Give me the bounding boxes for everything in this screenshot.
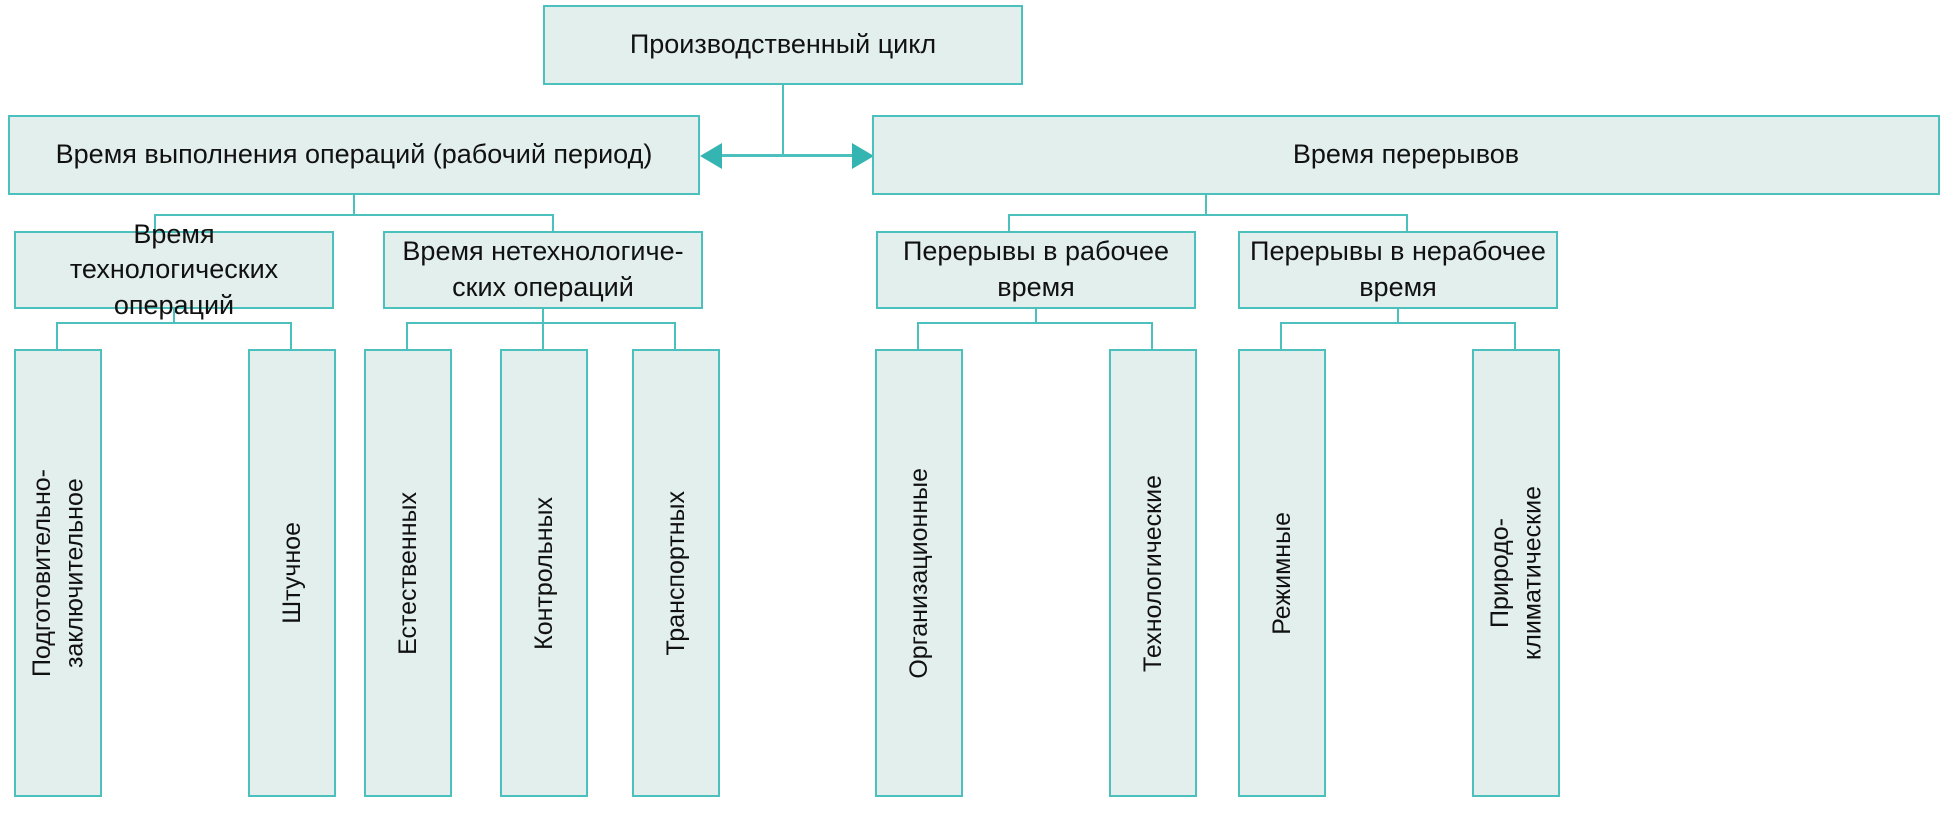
node-tech-operations: Время технологических операций — [14, 219, 334, 320]
leaf-preparatory-final-label: Подготовительно- заключительное — [27, 468, 89, 678]
connector-left-to-l2 — [552, 214, 554, 232]
node-nontech-operations: Время нетехнологиче- ских операций — [383, 231, 703, 309]
arrow-head-right — [852, 143, 874, 169]
node-tech-operations-label: Время технологических операций — [69, 218, 279, 320]
node-root-label: Производственный цикл — [629, 29, 937, 60]
leaf-control-label: Контрольных — [529, 496, 558, 650]
connector-a-bus — [56, 322, 292, 324]
connector-d-bus — [1280, 322, 1516, 324]
connector-right-bus — [1008, 214, 1408, 216]
connector-left-bus — [154, 214, 554, 216]
leaf-piece-time: Штучное — [248, 349, 336, 797]
leaf-transport: Транспортных — [632, 349, 720, 797]
connector-a1 — [56, 322, 58, 350]
node-breaks-label: Время перерывов — [1292, 139, 1520, 170]
leaf-technological: Технологические — [1109, 349, 1197, 797]
connector-right-to-r2 — [1406, 214, 1408, 232]
connector-right-drop — [1205, 195, 1207, 215]
connector-a2 — [290, 322, 292, 350]
connector-c2 — [1151, 322, 1153, 350]
connector-right-to-r1 — [1008, 214, 1010, 232]
connector-d1 — [1280, 322, 1282, 350]
node-breaks-working-time: Перерывы в рабочее время — [876, 231, 1196, 309]
leaf-natural-label: Естественных — [393, 491, 422, 655]
connector-b-bus — [406, 322, 676, 324]
connector-left-to-l1 — [154, 214, 156, 232]
node-root: Производственный цикл — [543, 5, 1023, 85]
leaf-natural: Естественных — [364, 349, 452, 797]
leaf-natural-climatic-label: Природо- климатические — [1485, 486, 1547, 660]
node-breaks-nonworking-time: Перерывы в нерабочее время — [1238, 231, 1558, 309]
leaf-piece-time-label: Штучное — [277, 522, 306, 624]
leaf-regime: Режимные — [1238, 349, 1326, 797]
connector-a-drop — [173, 309, 175, 323]
connector-b3 — [674, 322, 676, 350]
leaf-organizational: Организационные — [875, 349, 963, 797]
connector-c-bus — [917, 322, 1153, 324]
arrow-head-left — [700, 143, 722, 169]
connector-c-drop — [1035, 309, 1037, 323]
connector-c1 — [917, 322, 919, 350]
leaf-natural-climatic: Природо- климатические — [1472, 349, 1560, 797]
connector-d2 — [1514, 322, 1516, 350]
connector-left-drop — [353, 195, 355, 215]
connector-d-drop — [1397, 309, 1399, 323]
node-breaks-nonworking-time-label: Перерывы в нерабочее время — [1250, 236, 1546, 302]
node-work-period: Время выполнения операций (рабочий перио… — [8, 115, 700, 195]
node-work-period-label: Время выполнения операций (рабочий перио… — [55, 139, 653, 170]
connector-root-stem — [782, 85, 784, 155]
connector-b1 — [406, 322, 408, 350]
leaf-control: Контрольных — [500, 349, 588, 797]
node-breaks-working-time-label: Перерывы в рабочее время — [903, 236, 1169, 302]
node-breaks: Время перерывов — [872, 115, 1940, 195]
node-nontech-operations-label: Время нетехнологиче- ских операций — [402, 236, 684, 302]
connector-b2 — [542, 322, 544, 350]
connector-level2-bar — [722, 154, 852, 157]
leaf-technological-label: Технологические — [1138, 474, 1167, 672]
leaf-organizational-label: Организационные — [904, 467, 933, 679]
leaf-regime-label: Режимные — [1267, 511, 1296, 635]
leaf-preparatory-final: Подготовительно- заключительное — [14, 349, 102, 797]
connector-b-drop — [542, 309, 544, 323]
leaf-transport-label: Транспортных — [661, 490, 690, 656]
